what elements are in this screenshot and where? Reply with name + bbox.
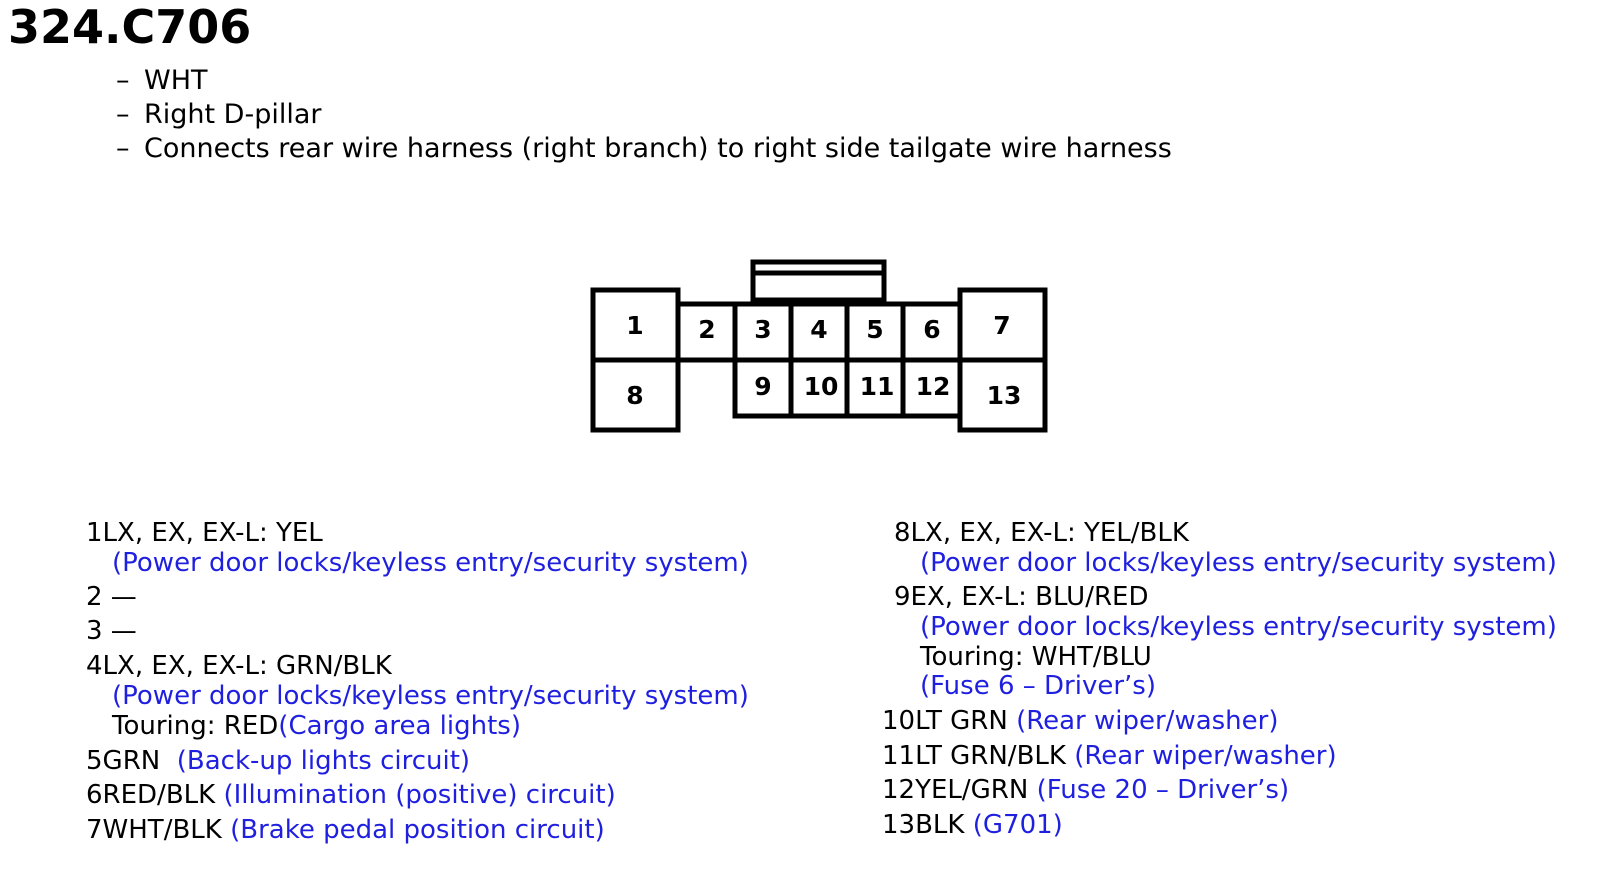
pin-row-5: 5GRN (Back-up lights circuit) bbox=[86, 746, 471, 776]
pin-row-3: 3 — bbox=[86, 616, 137, 646]
cavity-label: 7 bbox=[993, 311, 1010, 340]
note-description: –Connects rear wire harness (right branc… bbox=[116, 133, 1172, 164]
pin-row-9: 9EX, EX-L: BLU/RED bbox=[894, 582, 1149, 612]
cavity-label: 11 bbox=[860, 372, 895, 401]
pin-row-1-desc: (Power door locks/keyless entry/security… bbox=[112, 548, 749, 578]
note-color: –WHT bbox=[116, 65, 208, 96]
pin-row-7: 7WHT/BLK (Brake pedal position circuit) bbox=[86, 815, 605, 845]
pin-row-4-touring: Touring: RED(Cargo area lights) bbox=[112, 711, 521, 741]
cavity-13 bbox=[957, 357, 1048, 433]
pin-row-12: 12YEL/GRN (Fuse 20 – Driver’s) bbox=[882, 775, 1290, 805]
pin-row-8-desc: (Power door locks/keyless entry/security… bbox=[920, 548, 1557, 578]
connector-title: 324.C706 bbox=[8, 0, 252, 54]
cavity-label: 13 bbox=[987, 381, 1022, 410]
pin-row-11: 11LT GRN/BLK (Rear wiper/washer) bbox=[882, 741, 1337, 771]
cavity-label: 1 bbox=[626, 311, 643, 340]
pin-row-13: 13BLK (G701) bbox=[882, 810, 1063, 840]
note-dash: – bbox=[116, 133, 130, 164]
note-dash: – bbox=[116, 65, 130, 96]
cavity-label: 8 bbox=[626, 381, 643, 410]
pin-row-4-desc: (Power door locks/keyless entry/security… bbox=[112, 681, 749, 711]
cavity-label: 4 bbox=[810, 315, 827, 344]
connector-notes: –WHT –Right D-pillar –Connects rear wire… bbox=[116, 64, 1172, 166]
cavity-label: 5 bbox=[866, 315, 883, 344]
note-location: –Right D-pillar bbox=[116, 99, 322, 130]
cavity-label: 6 bbox=[923, 315, 940, 344]
pin-row-2: 2 — bbox=[86, 582, 137, 612]
cavity-label: 12 bbox=[916, 372, 951, 401]
pin-row-6: 6RED/BLK (Illumination (positive) circui… bbox=[86, 780, 616, 810]
cavity-label: 10 bbox=[804, 372, 839, 401]
cavity-label: 9 bbox=[754, 372, 771, 401]
pin-row-9-desc: (Power door locks/keyless entry/security… bbox=[920, 612, 1557, 642]
connector-latch bbox=[750, 259, 887, 303]
pin-row-9-touring-desc: (Fuse 6 – Driver’s) bbox=[920, 671, 1156, 701]
pin-row-9-touring: Touring: WHT/BLU bbox=[920, 642, 1152, 672]
pin-row-1: 1LX, EX, EX-L: YEL bbox=[86, 518, 323, 548]
pin-row-10: 10LT GRN (Rear wiper/washer) bbox=[882, 706, 1279, 736]
pin-row-8: 8LX, EX, EX-L: YEL/BLK bbox=[894, 518, 1189, 548]
cavity-8 bbox=[590, 357, 681, 433]
cavity-label: 3 bbox=[754, 315, 771, 344]
cavity-label: 2 bbox=[698, 315, 715, 344]
pin-row-4: 4LX, EX, EX-L: GRN/BLK bbox=[86, 651, 392, 681]
note-dash: – bbox=[116, 99, 130, 130]
